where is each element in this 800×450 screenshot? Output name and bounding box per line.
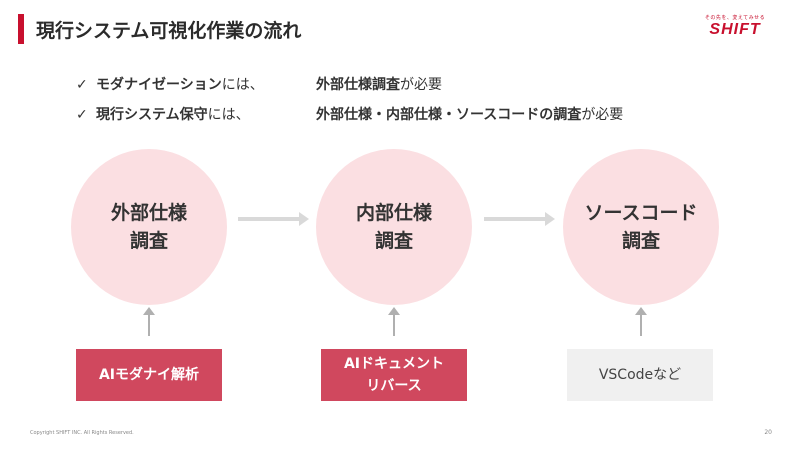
logo-tagline: その先を、変えてみせる [704,15,766,21]
step-label: 外部仕様 調査 [110,202,187,252]
page-number: 20 [764,429,772,436]
bullet-connector: には、 [221,77,264,93]
bullet-list: ✓モダナイゼーションには、 外部仕様調査が必要 ✓現行システム保守には、 外部仕… [76,74,623,134]
tool-label: AIモダナイ解析 [98,367,200,383]
bullet-connector: には、 [207,107,250,123]
bullet-requirement: 外部仕様調査が必要 [316,74,442,96]
up-arrow [143,307,155,336]
bullet-subject: 現行システム保守 [96,107,208,123]
tool-box-ai-document-reverse: AIドキュメント リバース [321,349,467,401]
bullet-target: 外部仕様調査 [316,77,400,93]
bullet-suffix: が必要 [581,107,624,123]
step-label: 内部仕様 調査 [355,202,432,252]
step-label: ソースコード 調査 [584,202,698,252]
shift-logo: その先を、変えてみせる SHIFT [700,14,770,39]
up-arrow [388,307,400,336]
check-icon: ✓ [76,77,88,93]
flow-arrow-right [238,212,309,226]
step-circle-source-code: ソースコード 調査 [563,149,719,305]
tool-box-vscode: VSCodeなど [567,349,713,401]
tool-label: VSCodeなど [598,367,682,383]
step-circle-external-spec: 外部仕様 調査 [71,149,227,305]
bullet-item: ✓ 現行システム保守には、 外部仕様・内部仕様・ソースコードの調査が必要 [76,104,623,134]
title-accent-bar [18,14,24,44]
slide-title: 現行システム可視化作業の流れ [36,20,302,42]
bullet-target: 外部仕様・内部仕様・ソースコードの調査 [316,107,582,123]
up-arrow [635,307,647,336]
bullet-item: ✓ モダナイゼーションには、 外部仕様調査が必要 [76,74,442,104]
flow-arrow-right [484,212,555,226]
bullet-requirement: 外部仕様・内部仕様・ソースコードの調査が必要 [316,104,623,126]
step-circle-internal-spec: 内部仕様 調査 [316,149,472,305]
tool-label: AIドキュメント リバース [343,356,445,394]
tool-box-ai-modernize: AIモダナイ解析 [76,349,222,401]
check-icon: ✓ [76,107,88,123]
bullet-suffix: が必要 [400,77,442,93]
copyright-text: Copyright SHIFT INC. All Rights Reserved… [30,430,134,436]
logo-wordmark: SHIFT [709,21,761,38]
bullet-subject: モダナイゼーション [96,77,222,93]
